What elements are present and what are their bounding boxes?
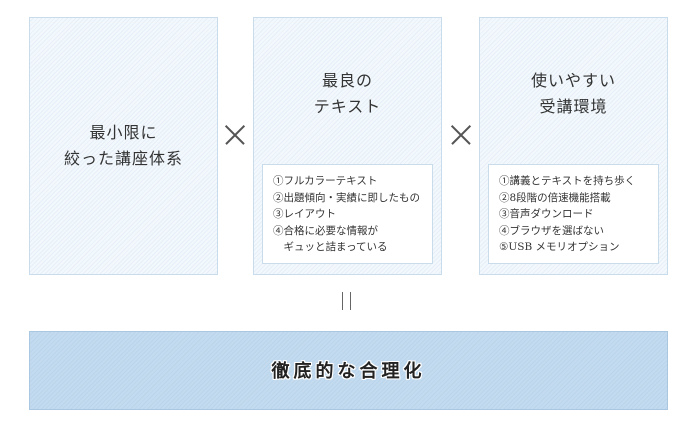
list-item: ④合格に必要な情報が xyxy=(273,224,378,237)
list-item: ③レイアウト xyxy=(273,208,336,220)
title-line: 最良の xyxy=(321,71,373,90)
list-item: ⑤USB メモリオプション xyxy=(499,241,620,253)
multiply-icon xyxy=(451,125,471,145)
box-title: 最小限に 絞った講座体系 xyxy=(30,120,217,172)
result-text: 徹底的な合理化 xyxy=(271,361,426,382)
title-line: 受講環境 xyxy=(539,97,608,116)
feature-list: ①講義とテキストを持ち歩く ②8段階の倍速機能搭載 ③音声ダウンロード ④ブラウ… xyxy=(488,164,659,264)
box-learning-env: 使いやすい 受講環境 ①講義とテキストを持ち歩く ②8段階の倍速機能搭載 ③音声… xyxy=(479,17,668,275)
title-line: テキスト xyxy=(313,97,382,116)
list-item: ①講義とテキストを持ち歩く xyxy=(499,175,636,187)
box-title: 使いやすい 受講環境 xyxy=(480,68,667,120)
title-line: 使いやすい xyxy=(530,71,616,90)
multiply-icon xyxy=(225,125,245,145)
title-line: 最小限に xyxy=(89,123,158,142)
list-item: ギュッと詰まっている xyxy=(273,241,388,253)
list-item: ①フルカラーテキスト xyxy=(273,175,378,187)
list-item: ④ブラウザを選ばない xyxy=(499,224,604,237)
list-item: ③音声ダウンロード xyxy=(499,208,594,220)
list-item: ②8段階の倍速機能搭載 xyxy=(499,191,611,204)
list-item: ②出題傾向・実績に即したもの xyxy=(273,191,420,204)
box-course-system: 最小限に 絞った講座体系 xyxy=(29,17,218,275)
title-line: 絞った講座体系 xyxy=(63,149,183,168)
equals-icon xyxy=(342,292,351,310)
box-best-text: 最良の テキスト ①フルカラーテキスト ②出題傾向・実績に即したもの ③レイアウ… xyxy=(253,17,442,275)
box-title: 最良の テキスト xyxy=(254,68,441,120)
feature-list: ①フルカラーテキスト ②出題傾向・実績に即したもの ③レイアウト ④合格に必要な… xyxy=(262,164,433,264)
result-box: 徹底的な合理化 xyxy=(29,331,668,410)
